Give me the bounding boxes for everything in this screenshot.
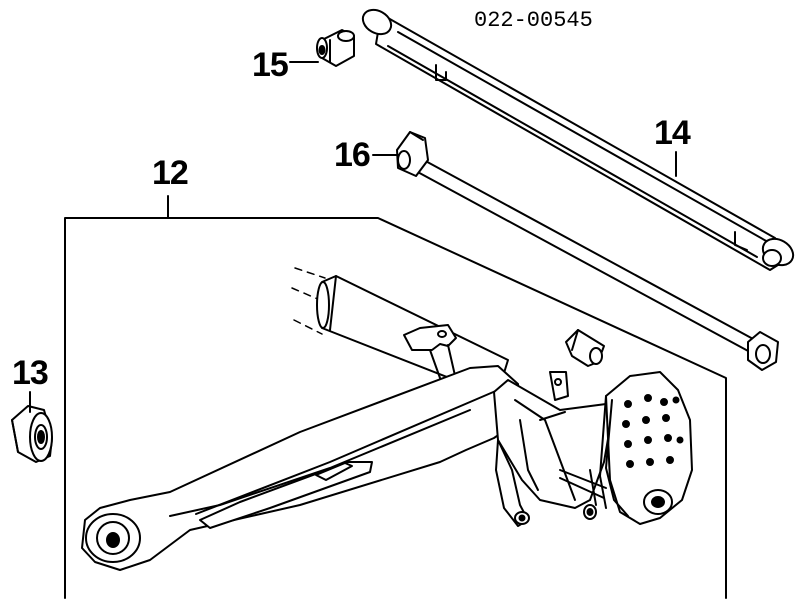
part-14-upper-link (361, 8, 795, 271)
callout-12: 12 (152, 154, 189, 192)
trailing-arm (81, 365, 521, 571)
bracket-upper (403, 324, 457, 381)
part-12-frame (64, 217, 727, 599)
callout-15: 15 (252, 46, 289, 84)
part-13-bushing (11, 405, 53, 463)
part-16-lower-link (396, 131, 779, 371)
knuckle-assembly (493, 371, 613, 527)
mounting-plate (599, 371, 693, 525)
callout-13: 13 (12, 354, 49, 392)
callout-14: 14 (654, 114, 691, 152)
leader-lines (29, 61, 677, 413)
pin (565, 329, 605, 367)
part-15-bushing (316, 29, 355, 67)
diagram-code: 022-00545 (474, 8, 593, 33)
callout-16: 16 (334, 136, 371, 174)
